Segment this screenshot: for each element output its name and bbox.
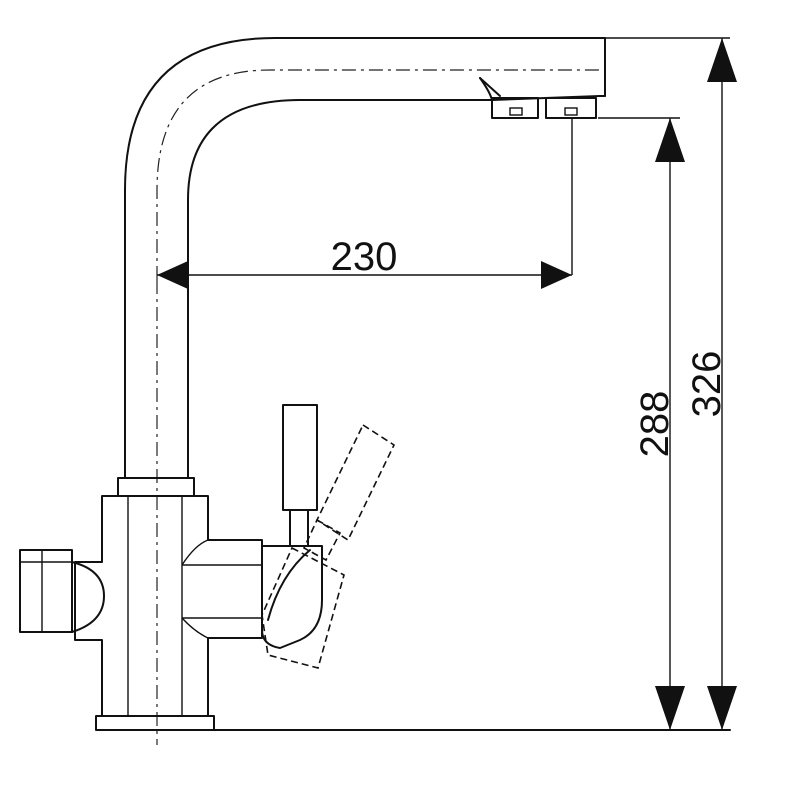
dimension-total-height: 326	[605, 37, 737, 730]
nozzle-right	[545, 97, 597, 119]
nozzle-left-slot	[509, 107, 523, 116]
reach-arrow-right	[541, 261, 572, 289]
total-height-value: 326	[685, 351, 729, 418]
centerlines	[156, 69, 600, 745]
mixer-lever-alternate	[261, 423, 396, 669]
outlet-nozzles	[491, 97, 597, 119]
lever-cartridge	[261, 545, 323, 649]
dimension-reach: 230	[157, 118, 573, 289]
lever-stem-alt	[302, 518, 342, 562]
nozzle-left	[491, 97, 539, 119]
total-arrow-top	[707, 38, 737, 82]
spout-tip	[479, 77, 606, 101]
lever-cartridge-alt	[261, 546, 345, 669]
spout-centerline	[156, 69, 600, 280]
reach-value: 230	[331, 235, 398, 279]
reach-arrow-left	[157, 261, 188, 289]
spout-inner	[187, 99, 493, 479]
lever-cartridge-curve	[267, 549, 311, 621]
side-knob-neck	[71, 561, 105, 633]
base-plate	[95, 715, 215, 731]
lever-handle	[282, 404, 318, 511]
lever-stem	[289, 509, 309, 547]
collar-ring	[117, 477, 195, 497]
dimension-outlet-height: 288	[598, 117, 685, 730]
total-arrow-bottom	[707, 686, 737, 730]
side-knob	[19, 549, 105, 633]
base	[95, 715, 731, 731]
side-knob-cap	[19, 549, 73, 633]
spout-tip-chamfer	[479, 77, 501, 97]
lever-handle-alt	[315, 423, 396, 542]
spout-outer	[124, 37, 606, 479]
body-neck-bottom	[181, 617, 209, 639]
nozzle-right-slot	[564, 107, 578, 116]
outlet-arrow-bottom	[655, 686, 685, 730]
body-neck-top	[181, 539, 209, 566]
outlet-height-value: 288	[633, 391, 677, 458]
spout-collar	[117, 477, 195, 497]
outlet-arrow-top	[655, 118, 685, 162]
mixer-lever	[261, 404, 323, 649]
